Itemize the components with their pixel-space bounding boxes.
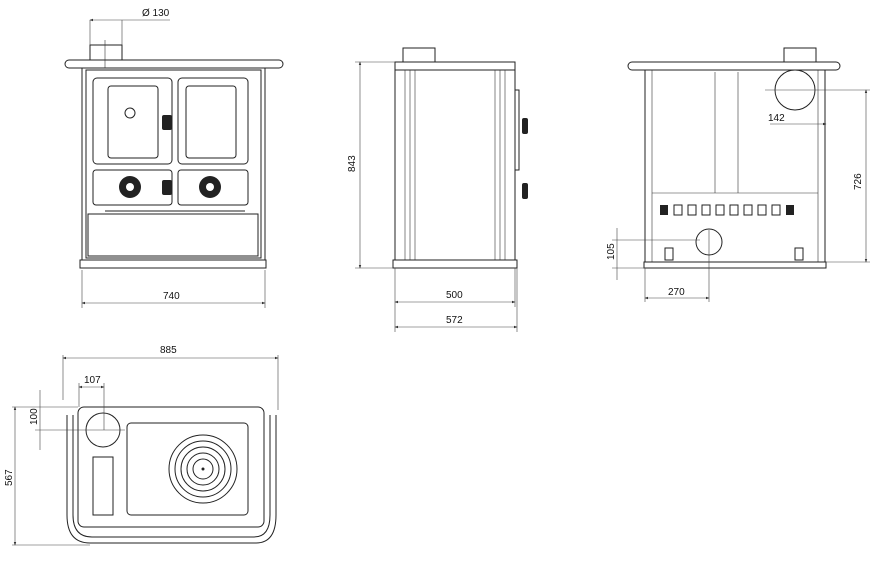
cooktop: [77, 406, 265, 528]
side-view: 843 500 572: [347, 47, 528, 332]
base: [79, 259, 267, 269]
back-view: 726 142 105 270: [606, 47, 870, 302]
dim-rear-outlet-offset: 270: [668, 287, 685, 298]
fire-door-lid: [92, 456, 114, 516]
hot-plate: [126, 422, 249, 516]
oven-door-left: [92, 77, 173, 165]
dim-rear-outlet-height: 105: [606, 243, 617, 260]
thermometer-icon: [124, 107, 136, 119]
dim-total-width: 885: [160, 345, 177, 356]
dim-depth: 567: [4, 469, 15, 486]
door-handle: [162, 115, 172, 130]
top-view: 885 107 100 567: [4, 345, 279, 546]
dim-height: 843: [347, 155, 358, 172]
vent-row: [660, 204, 794, 216]
dim-flue-offset-y: 100: [29, 408, 40, 425]
top-plate: [64, 59, 284, 69]
dim-flue-offset: 142: [768, 113, 785, 124]
dim-flue-height: 726: [853, 173, 864, 190]
oven-door-right: [177, 77, 249, 165]
door-handle-side: [522, 118, 528, 134]
wood-drawer: [87, 213, 259, 257]
dim-flue-offset-x: 107: [84, 375, 101, 386]
dim-depth-body: 500: [446, 290, 463, 301]
dim-flue-diameter: Ø 130: [142, 8, 170, 19]
dim-depth-total: 572: [446, 315, 463, 326]
front-view: Ø 130 740: [64, 8, 284, 308]
flue-collar: [89, 44, 123, 61]
dim-width: 740: [163, 291, 180, 302]
